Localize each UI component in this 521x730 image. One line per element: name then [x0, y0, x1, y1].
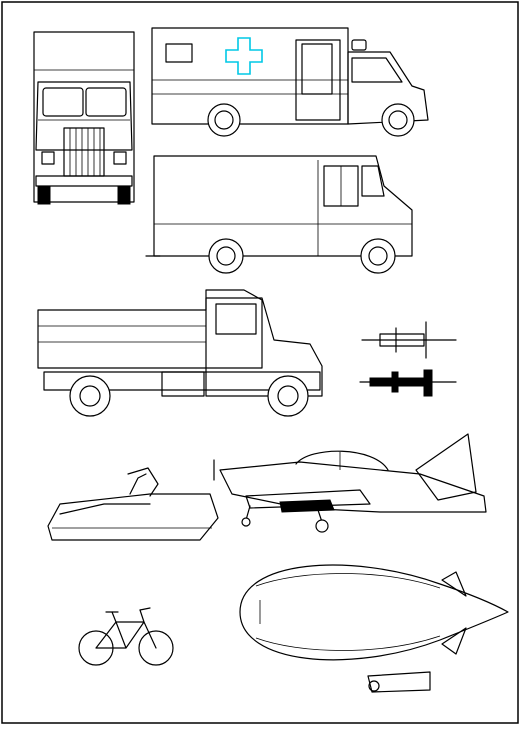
jet-aircraft-plan-view	[359, 321, 457, 397]
propeller-plane-side-view	[213, 433, 487, 533]
dump-truck-side-view	[37, 289, 323, 417]
box-truck-front-view	[33, 31, 135, 205]
bicycle-side-view	[78, 607, 174, 666]
delivery-van-side-view	[145, 155, 413, 274]
ambulance-cross-icon	[225, 37, 263, 75]
ambulance-side-view	[151, 27, 429, 137]
blimp-side-view	[239, 564, 509, 693]
jet-ski-side-view	[47, 467, 219, 541]
